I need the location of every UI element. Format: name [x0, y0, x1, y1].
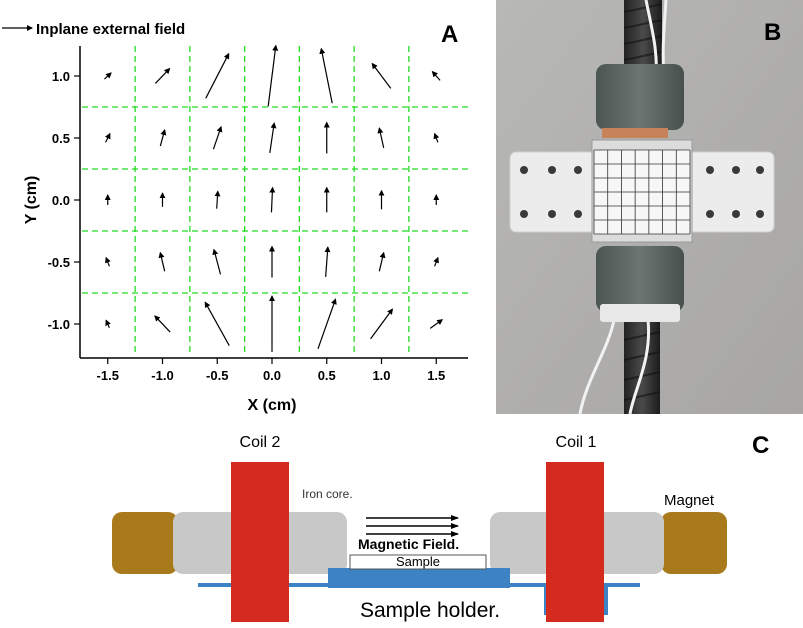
coil-1	[546, 462, 604, 622]
y-tick-label: 0.5	[52, 131, 70, 146]
vector-arrow	[433, 256, 439, 267]
sample-box	[349, 554, 487, 570]
vector-arrow	[105, 319, 111, 328]
y-axis-label: Y (cm)	[23, 176, 40, 225]
vector-arrow	[154, 315, 171, 333]
magnetic-field-label: Magnetic Field.	[358, 536, 459, 552]
vector-arrow	[431, 70, 441, 81]
vector-arrow	[317, 298, 337, 349]
vector-arrow	[267, 44, 279, 107]
vector-arrows	[104, 44, 444, 352]
vector-arrow	[159, 128, 167, 147]
vector-arrow	[105, 132, 111, 143]
y-tick-label: 1.0	[52, 69, 70, 84]
panel-letter-c: C	[752, 432, 769, 459]
vector-arrow	[105, 256, 111, 267]
bracket-holes	[520, 166, 764, 218]
sample-block	[328, 568, 510, 588]
vector-arrow	[204, 301, 230, 346]
vector-arrow	[324, 246, 331, 277]
vector-arrow	[269, 186, 276, 213]
vector-arrow	[269, 122, 277, 153]
vector-field-plot: Inplane external field A -1.5 -1.0 -0.5 0.0…	[2, 21, 468, 414]
vector-arrow	[371, 62, 392, 89]
vector-arrow	[158, 251, 166, 272]
left-magnet	[112, 512, 178, 574]
x-axis-label: X (cm)	[248, 397, 297, 414]
x-tick-label: 0.5	[318, 368, 336, 383]
lower-coil	[596, 246, 684, 312]
device-photo-panel: B	[496, 0, 803, 415]
vector-arrow	[378, 251, 386, 272]
sample-grid	[593, 149, 691, 235]
magnet-label: Magnet	[664, 492, 715, 509]
sample-label: Sample	[396, 554, 440, 569]
panel-letter-b: B	[764, 19, 781, 46]
schematic-panel: C Coil 2 Coil 1 Iron core. Magnet Magnet…	[0, 425, 803, 623]
vector-arrow	[370, 308, 394, 340]
iron-core-label: Iron core.	[302, 487, 353, 501]
y-tick-label: 0.0	[52, 193, 70, 208]
x-tick-label: -1.0	[151, 368, 173, 383]
x-tick-label: -0.5	[206, 368, 228, 383]
schematic-diagram: C Coil 2 Coil 1 Iron core. Magnet Magnet…	[112, 432, 769, 622]
vector-arrow	[377, 127, 385, 149]
x-tick-label: 1.5	[427, 368, 445, 383]
panel-letter-a: A	[441, 21, 458, 48]
right-bracket	[683, 151, 775, 233]
copper-winding	[602, 128, 668, 138]
coil-1-label: Coil 1	[556, 434, 597, 451]
vector-arrow	[104, 72, 112, 80]
y-tick-label: -0.5	[48, 255, 70, 270]
coil-2	[231, 462, 289, 622]
vector-arrow	[319, 47, 333, 104]
legend: Inplane external field	[2, 21, 185, 38]
vector-arrow	[154, 67, 171, 84]
bottom-white-wire-1	[578, 319, 616, 415]
bottom-white-wire-2	[628, 319, 651, 415]
vector-arrow	[429, 319, 444, 329]
legend-label: Inplane external field	[36, 21, 185, 38]
y-tick-label: -1.0	[48, 317, 70, 332]
vector-arrow	[212, 125, 223, 150]
coil-2-label: Coil 2	[240, 434, 281, 451]
vector-field-plot-panel: Inplane external field A -1.5 -1.0 -0.5 0.0…	[0, 0, 480, 420]
sample-holder-label: Sample holder.	[360, 599, 500, 622]
vector-arrow	[212, 248, 222, 275]
grid-lines	[82, 46, 468, 356]
device-photo: B	[496, 0, 803, 415]
vector-arrow	[205, 52, 230, 99]
right-magnet	[661, 512, 727, 574]
vector-arrow	[214, 190, 221, 209]
x-tick-label: 1.0	[372, 368, 390, 383]
x-tick-label: 0.0	[263, 368, 281, 383]
axis-ticks: -1.5 -1.0 -0.5 0.0 0.5 1.0 1.5 1.0 0.5 0.0 -0.5 -1.…	[48, 69, 446, 383]
lower-coil-holder	[600, 304, 680, 322]
upper-coil	[596, 64, 684, 130]
x-tick-label: -1.5	[97, 368, 119, 383]
vector-arrow	[433, 132, 440, 143]
